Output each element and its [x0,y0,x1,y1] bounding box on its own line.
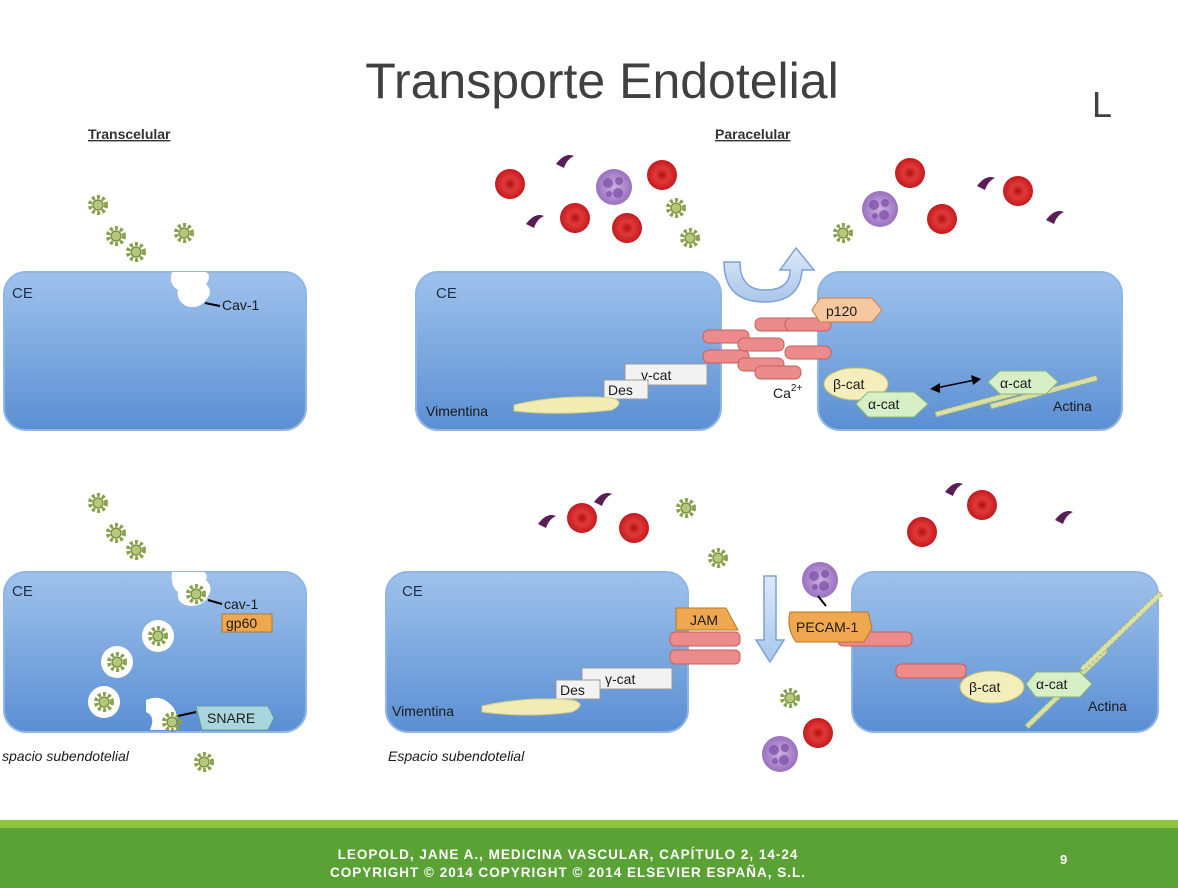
cell-label: CE [12,285,33,302]
leukocyte [802,562,838,598]
beta-catenin: β-cat [959,670,1025,704]
double-arrow-icon [935,379,976,389]
cell-label: CE [12,583,33,600]
platelet [556,155,574,168]
beta-cat-label: β-cat [833,376,865,392]
virus-particle [680,228,700,248]
beta-cat-label: β-cat [969,679,1001,695]
gp60-receptor: gp60 [221,613,273,633]
gamma-catenin-box: γ-cat [581,667,673,690]
desmoplakin-box: Des [603,379,649,400]
citation-line-1: LEOPOLD, JANE A., MEDICINA VASCULAR, CAP… [337,847,799,862]
red-blood-cell [612,213,642,243]
corner-letter: L [1092,84,1113,125]
snare-label: SNARE [207,710,255,726]
red-blood-cell [803,718,833,748]
platelet [538,515,556,528]
alpha-catenin: α-cat [987,370,1059,395]
desmoplakin-box: Des [555,679,601,700]
gamma-cat-label: γ-cat [605,671,635,687]
red-blood-cell [1003,176,1033,206]
gp60-label: gp60 [226,615,257,631]
virus-particle [106,226,126,246]
cell-label: CE [402,583,423,600]
endothelial-cell [3,271,307,431]
alpha-catenin: α-cat [855,391,929,418]
cadherin-junction [702,317,832,380]
alpha-cat-label: α-cat [1036,676,1068,692]
actina-label: Actina [1053,398,1092,414]
calcium-label: Ca2+ [773,383,802,401]
red-blood-cell [647,160,677,190]
leukocyte [596,169,632,205]
heading-transcelular: Transcelular [88,126,171,142]
red-blood-cell [560,203,590,233]
jam-protein: JAM [675,607,739,631]
vimentin-filament [513,396,620,414]
red-blood-cell [619,513,649,543]
gamma-cat-label: γ-cat [641,367,671,383]
platelet [1046,211,1064,224]
p120-protein: p120 [811,297,883,323]
citation: LEOPOLD, JANE A., MEDICINA VASCULAR, CAP… [0,846,1136,882]
cav1-label: Cav-1 [222,297,260,313]
pecam-protein: PECAM-1 [788,611,873,643]
cell-label: CE [436,285,457,302]
subendothelial-space-label: Espacio subendotelial [388,748,525,764]
footer-bar: LEOPOLD, JANE A., MEDICINA VASCULAR, CAP… [0,820,1178,888]
vimentina-label: Vimentina [392,703,454,719]
red-blood-cell [907,517,937,547]
virus-particle [194,752,214,772]
virus-particle [708,548,728,568]
caveola [170,272,210,308]
platelet [977,177,995,190]
red-blood-cell [927,204,957,234]
leukocyte [862,191,898,227]
heading-paracelular: Paracelular [715,126,791,142]
des-label: Des [560,682,585,698]
subendothelial-space-label: spacio subendotelial [2,748,130,764]
down-arrow-icon [754,575,786,664]
alpha-cat-label: α-cat [868,396,900,412]
alpha-cat-label: α-cat [1000,375,1032,391]
virus-particle [106,523,126,543]
endothelial-cell [3,571,307,733]
virus-particle [88,195,108,215]
red-blood-cell [495,169,525,199]
virus-particle [676,498,696,518]
pecam-label: PECAM-1 [796,619,858,635]
vimentin-filament [481,698,581,716]
red-blood-cell [895,158,925,188]
p120-label: p120 [826,303,857,319]
platelet [1055,511,1073,524]
virus-particle [780,688,800,708]
platelet [945,483,963,496]
virus-particle [88,493,108,513]
virus-particle [126,540,146,560]
slide-title: Transporte Endotelial [365,53,839,109]
virus-particle [833,223,853,243]
page-number: 9 [1060,852,1068,867]
snare-complex: SNARE [195,705,275,731]
vimentina-label: Vimentina [426,403,488,419]
cav1-label: cav-1 [224,596,258,612]
red-blood-cell [967,490,997,520]
alpha-catenin: α-cat [1025,671,1093,698]
endothelial-transport-diagram: Transcelular Paracelular CE Cav-1 CE [2,126,1164,772]
leukocyte [762,736,798,772]
red-blood-cell [567,503,597,533]
virus-particle [174,223,194,243]
jam-label: JAM [690,612,718,628]
virus-particle [126,242,146,262]
virus-particle [666,198,686,218]
citation-line-2: COPYRIGHT © 2014 COPYRIGHT © 2014 ELSEVI… [329,865,806,880]
platelet [526,215,544,228]
actina-label: Actina [1088,698,1127,714]
des-label: Des [608,382,633,398]
curved-arrow-icon [723,246,816,303]
platelet [594,493,612,506]
